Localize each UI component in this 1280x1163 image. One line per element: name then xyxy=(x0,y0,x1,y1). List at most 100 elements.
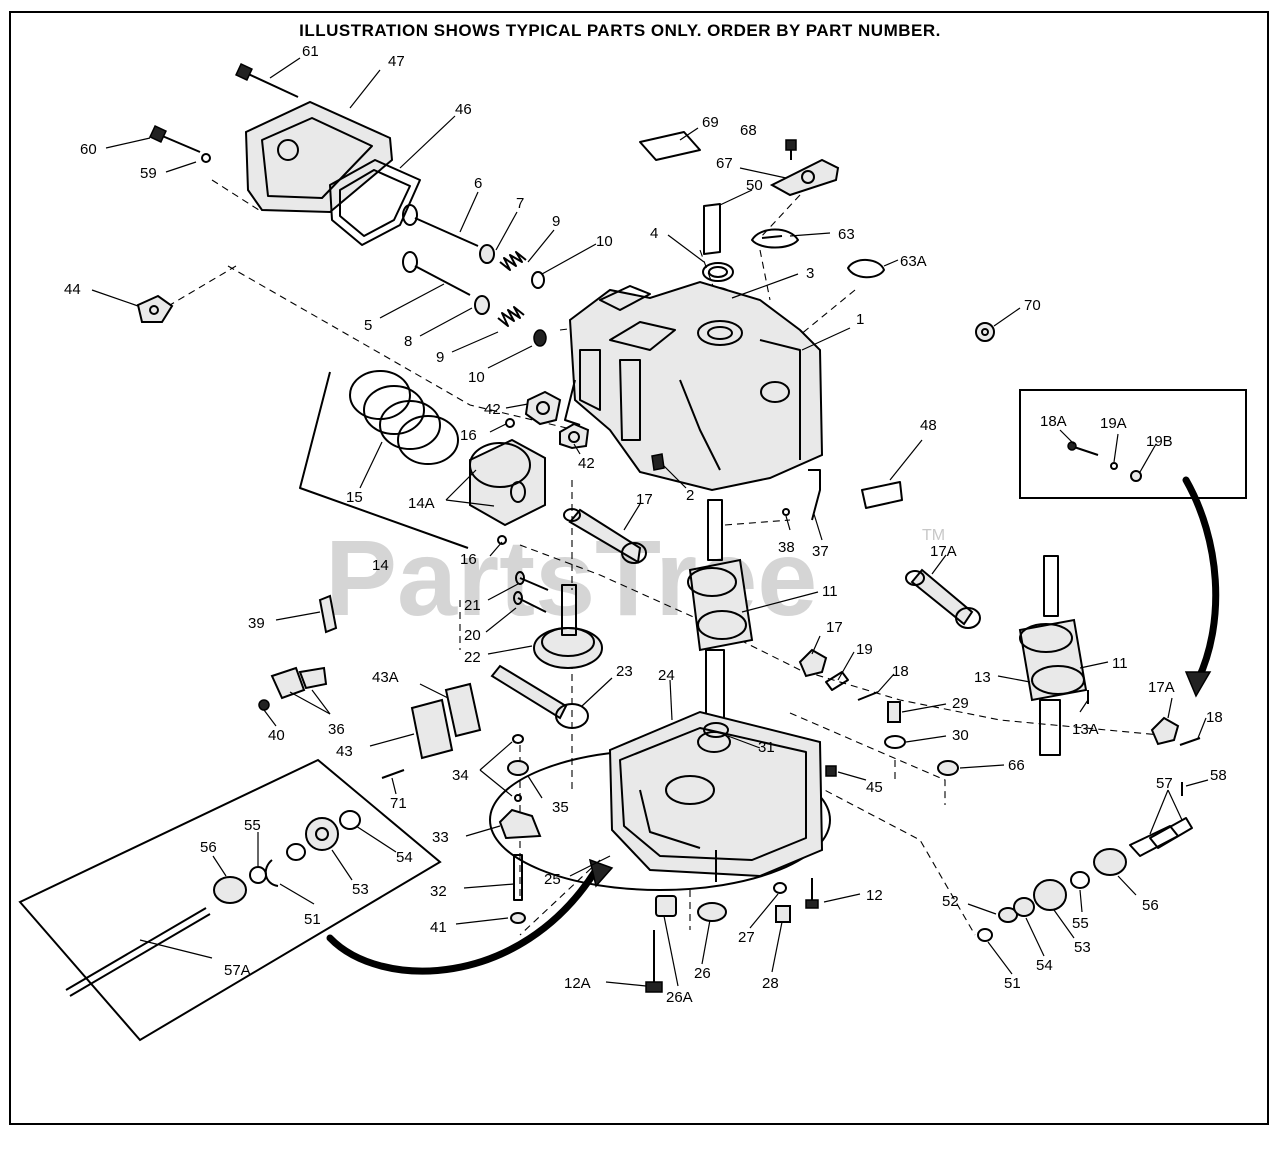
callout-17c: 17 xyxy=(826,619,843,636)
callout-70: 70 xyxy=(1024,297,1041,314)
callout-9b: 9 xyxy=(436,349,444,366)
callout-10b: 10 xyxy=(468,369,485,386)
callout-53: 53 xyxy=(352,881,369,898)
callout-55: 55 xyxy=(244,817,261,834)
callout-28: 28 xyxy=(762,975,779,992)
callout-55b: 55 xyxy=(1072,915,1089,932)
callout-56: 56 xyxy=(200,839,217,856)
callout-6: 6 xyxy=(474,175,482,192)
callout-11: 11 xyxy=(822,583,838,600)
callout-54b: 54 xyxy=(1036,957,1053,974)
crankcase xyxy=(489,701,959,891)
callout-58: 58 xyxy=(1210,767,1227,784)
callout-63A: 63A xyxy=(900,253,927,270)
callout-67: 67 xyxy=(716,155,733,172)
callout-9: 9 xyxy=(552,213,560,230)
callout-60: 60 xyxy=(80,141,97,158)
piston-group xyxy=(299,370,546,549)
callout-13: 13 xyxy=(974,669,991,686)
balancer-right-group xyxy=(977,782,1193,942)
watermark-tm: TM xyxy=(922,527,945,544)
callout-12A: 12A xyxy=(564,975,591,992)
callout-54: 54 xyxy=(396,849,413,866)
callout-46: 46 xyxy=(455,101,472,118)
callout-71: 71 xyxy=(390,795,407,812)
callout-52: 52 xyxy=(942,893,959,910)
callout-33: 33 xyxy=(432,829,449,846)
callout-53b: 53 xyxy=(1074,939,1091,956)
leader-lines xyxy=(91,57,1209,987)
callout-18b: 18 xyxy=(1206,709,1223,726)
callout-17A: 17A xyxy=(930,543,957,560)
callout-63: 63 xyxy=(838,226,855,243)
callout-14: 14 xyxy=(372,557,389,574)
callout-7: 7 xyxy=(516,195,524,212)
callout-19A: 19A xyxy=(1100,415,1127,432)
callout-25: 25 xyxy=(544,871,561,888)
callout-47: 47 xyxy=(388,53,405,70)
callout-44: 44 xyxy=(64,281,81,298)
diagram-header: ILLUSTRATION SHOWS TYPICAL PARTS ONLY. O… xyxy=(299,21,941,40)
callout-14A: 14A xyxy=(408,495,435,512)
callout-11b: 11 xyxy=(1112,655,1128,672)
callout-30: 30 xyxy=(952,727,969,744)
callout-69: 69 xyxy=(702,114,719,131)
callout-39: 39 xyxy=(248,615,265,632)
callout-labels: 61 47 46 60 59 6 7 9 10 44 5 8 9 10 69 6… xyxy=(64,43,1227,1006)
connecting-rods xyxy=(563,508,1201,746)
inset-balancer-shaft xyxy=(18,758,442,1042)
callout-19B: 19B xyxy=(1146,433,1173,450)
callout-5: 5 xyxy=(364,317,372,334)
callout-4: 4 xyxy=(650,225,658,242)
callout-22: 22 xyxy=(464,649,481,666)
callout-26: 26 xyxy=(694,965,711,982)
callout-20: 20 xyxy=(464,627,481,644)
callout-42: 42 xyxy=(484,401,501,418)
valve-cover-group xyxy=(136,63,421,323)
callout-12: 12 xyxy=(866,887,883,904)
callout-37: 37 xyxy=(812,543,829,560)
callout-21: 21 xyxy=(464,597,481,614)
callout-29: 29 xyxy=(952,695,969,712)
callout-57: 57 xyxy=(1156,775,1173,792)
callout-43: 43 xyxy=(336,743,353,760)
callout-57A: 57A xyxy=(224,962,251,979)
bottom-fasteners xyxy=(645,878,819,993)
callout-26A: 26A xyxy=(666,989,693,1006)
callout-40: 40 xyxy=(268,727,285,744)
callout-51b: 51 xyxy=(1004,975,1021,992)
callout-51: 51 xyxy=(304,911,321,928)
callout-66: 66 xyxy=(1008,757,1025,774)
callout-23: 23 xyxy=(616,663,633,680)
callout-24: 24 xyxy=(658,667,675,684)
callout-68: 68 xyxy=(740,122,757,139)
callout-35: 35 xyxy=(552,799,569,816)
cylinder-block xyxy=(524,280,903,521)
callout-48: 48 xyxy=(920,417,937,434)
inset-fasteners xyxy=(1019,389,1247,499)
valve-group xyxy=(402,204,547,347)
callout-16: 16 xyxy=(460,427,477,444)
callout-36: 36 xyxy=(328,721,345,738)
callout-43A: 43A xyxy=(372,669,399,686)
callout-42b: 42 xyxy=(578,455,595,472)
callout-56b: 56 xyxy=(1142,897,1159,914)
callout-50: 50 xyxy=(746,177,763,194)
curved-arrows xyxy=(326,476,1220,975)
callout-31: 31 xyxy=(758,739,775,756)
callout-41: 41 xyxy=(430,919,447,936)
callout-18: 18 xyxy=(892,663,909,680)
callout-2: 2 xyxy=(686,487,694,504)
callout-19: 19 xyxy=(856,641,873,658)
callout-32: 32 xyxy=(430,883,447,900)
callout-10: 10 xyxy=(596,233,613,250)
callout-61: 61 xyxy=(302,43,319,60)
callout-59: 59 xyxy=(140,165,157,182)
callout-18A: 18A xyxy=(1040,413,1067,430)
callout-1: 1 xyxy=(856,311,864,328)
crankshafts xyxy=(687,499,1089,756)
callout-17: 17 xyxy=(636,491,653,508)
callout-15: 15 xyxy=(346,489,363,506)
callout-38: 38 xyxy=(778,539,795,556)
